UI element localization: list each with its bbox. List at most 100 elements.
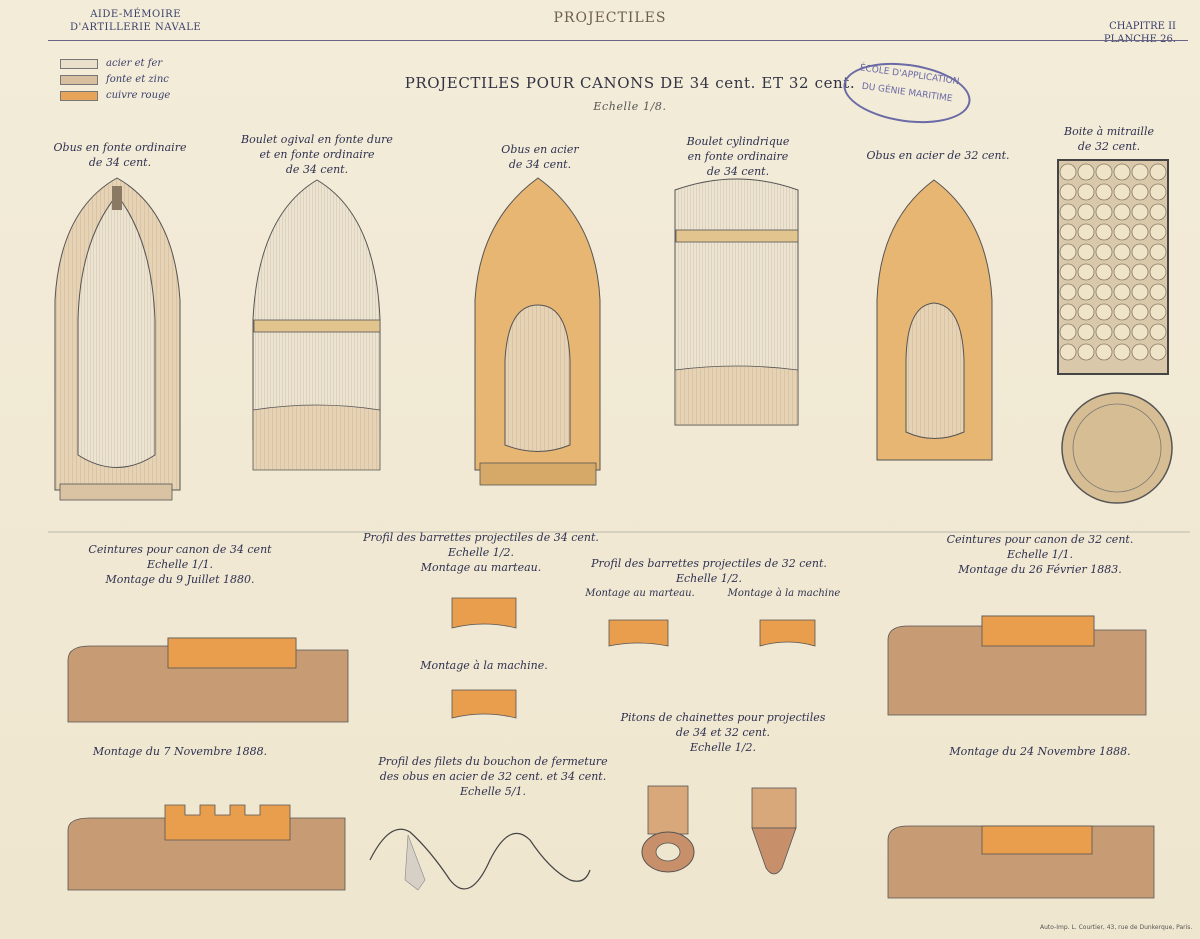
boite-mitraille-label: Boite à mitraille de 32 cent. [1044,124,1174,154]
ceinture-34-1880-drawing [67,637,349,723]
mitraille-ball [1095,243,1113,261]
mitraille-ball [1059,323,1077,341]
mitraille-ball [1149,223,1167,241]
label-line: Boulet ogival en fonte dure [241,133,393,146]
barrettes-34-machine-label: Montage à la machine. [420,659,548,672]
label-line: de 34 cent. [285,163,349,176]
legend-item: cuivre rouge [60,90,170,101]
obus-acier-32-label: Obus en acier de 32 cent. [858,148,1018,163]
mitraille-ball [1113,303,1131,321]
boulet-cylindrique-label: Boulet cylindrique en fonte ordinaire de… [668,134,808,179]
label-line: Echelle 1/1. [1006,548,1074,561]
mitraille-ball [1059,223,1077,241]
barrettes-32-label: Profil des barrettes projectiles de 32 c… [584,556,834,586]
mitraille-ball [1059,263,1077,281]
obus-fonte-drawing [54,177,181,501]
label-line: des obus en acier de 32 cent. et 34 cent… [379,770,607,783]
ceinture-32-1883-drawing [887,615,1147,716]
mitraille-ball [1095,223,1113,241]
label-line: Profil des barrettes projectiles de 32 c… [591,557,827,570]
ceinture-34-1888-drawing [67,804,346,891]
pitons-drawing [641,785,797,875]
barrettes-32-drawing [608,619,816,647]
barrettes-34-label: Profil des barrettes projectiles de 34 c… [356,530,606,575]
mitraille-ball [1149,303,1167,321]
obus-acier-34-label: Obus en acier de 34 cent. [470,142,610,172]
mitraille-ball [1095,203,1113,221]
label-line: de 34 cent. [508,158,572,171]
label-line: en fonte ordinaire [687,150,789,163]
plate-title-scale: Echelle 1/8. [593,100,667,113]
mitraille-ball [1077,203,1095,221]
mitraille-ball [1113,263,1131,281]
ceintures-32-label: Ceintures pour canon de 32 cent. Echelle… [920,532,1160,577]
printer-credit: Auto-Imp. L. Courtier, 43, rue de Dunker… [1040,924,1193,931]
boulet-ogival-drawing [252,179,381,471]
mitraille-ball [1095,263,1113,281]
mitraille-ball [1131,283,1149,301]
mitraille-ball [1059,183,1077,201]
mitraille-ball [1077,323,1095,341]
mitraille-ball [1149,163,1167,181]
legend-label: cuivre rouge [106,90,171,101]
mitraille-balls [1059,163,1167,361]
barrettes-32-marteau-label: Montage au marteau. [585,588,695,599]
mitraille-ball [1131,183,1149,201]
header-left-line2: D'ARTILLERIE NAVALE [70,22,202,33]
legend-label: fonte et zinc [106,74,169,85]
label-line: Pitons de chainettes pour projectiles [620,711,826,724]
mitraille-ball [1131,263,1149,281]
mitraille-ball [1095,323,1113,341]
mitraille-ball [1149,263,1167,281]
boulet-cylindrique-drawing [674,178,799,426]
label-line: Echelle 1/1. [146,558,214,571]
label-line: Echelle 5/1. [459,785,527,798]
label-line: de 32 cent. [1077,140,1141,153]
mitraille-ball [1095,163,1113,181]
label-line: Profil des barrettes projectiles de 34 c… [363,531,599,544]
mitraille-ball [1113,223,1131,241]
mitraille-ball [1059,243,1077,261]
label-line: de 34 et 32 cent. [675,726,771,739]
legend-item: acier et fer [60,58,162,69]
mitraille-ball [1059,343,1077,361]
ceinture-32-1888-drawing [887,825,1155,899]
mitraille-ball [1131,203,1149,221]
pitons-label: Pitons de chainettes pour projectiles de… [618,710,828,755]
mitraille-ball [1077,223,1095,241]
label-line: Obus en acier de 32 cent. [866,149,1010,162]
filets-profile-drawing [369,828,591,891]
mitraille-ball [1149,283,1167,301]
swatch-cast-iron [60,74,98,85]
legend-item: fonte et zinc [60,74,169,85]
mitraille-ball [1113,343,1131,361]
header-right-line1: CHAPITRE II [1109,21,1176,32]
swatch-steel [60,58,98,69]
obus-acier-32-drawing [876,179,993,461]
label-line: et en fonte ordinaire [259,148,375,161]
label-line: Boulet cylindrique [686,135,790,148]
mitraille-ball [1131,163,1149,181]
mitraille-ball [1077,303,1095,321]
header-right: CHAPITRE II PLANCHE 26. [1090,20,1176,46]
ceintures-32-montage2-label: Montage du 24 Novembre 1888. [949,745,1131,758]
mitraille-ball [1077,183,1095,201]
mitraille-ball [1077,283,1095,301]
obus-fonte-label: Obus en fonte ordinaire de 34 cent. [50,140,190,170]
ceintures-34-montage2-label: Montage du 7 Novembre 1888. [92,745,268,758]
label-line: Montage du 9 Juillet 1880. [105,573,255,586]
boite-mitraille-drawing [1057,159,1173,504]
mitraille-ball [1131,343,1149,361]
header-right-line2: PLANCHE 26. [1090,33,1176,46]
mitraille-ball [1149,243,1167,261]
swatch-copper [60,90,98,101]
label-line: Montage au marteau. [420,561,542,574]
mitraille-ball [1149,183,1167,201]
mitraille-ball [1131,223,1149,241]
plate-title-text: PROJECTILES POUR CANONS DE 34 cent. ET 3… [404,74,856,92]
mitraille-ball [1149,343,1167,361]
mitraille-ball [1113,203,1131,221]
mitraille-ball [1077,243,1095,261]
header-center: PROJECTILES [553,10,667,26]
